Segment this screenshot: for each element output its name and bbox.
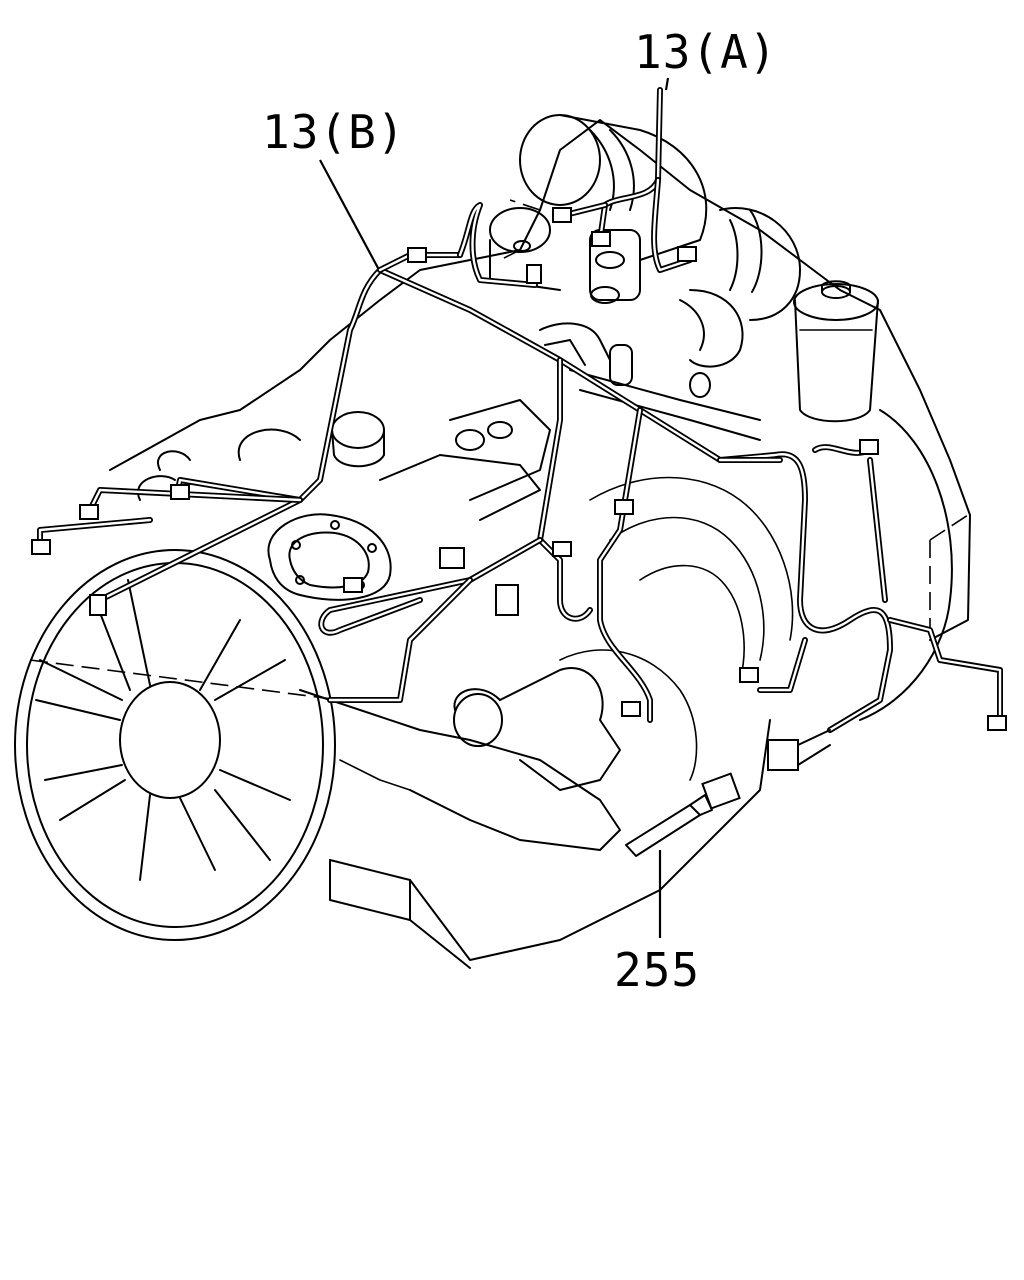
callout-harness-b: 13(B) xyxy=(262,105,405,159)
fuel-filter-canister xyxy=(793,280,879,423)
callout-sensor: 255 xyxy=(614,943,700,997)
harness-13b-wires xyxy=(37,202,1003,733)
valve-cover-area xyxy=(137,399,621,791)
leader-lines xyxy=(319,77,670,938)
cooling-fan xyxy=(14,549,341,941)
harness-13a-wires xyxy=(562,87,693,273)
callout-harness-a: 13(A) xyxy=(634,25,777,79)
engine-block xyxy=(109,119,971,969)
harness-connectors xyxy=(31,207,1007,771)
sensor-255 xyxy=(625,772,741,857)
